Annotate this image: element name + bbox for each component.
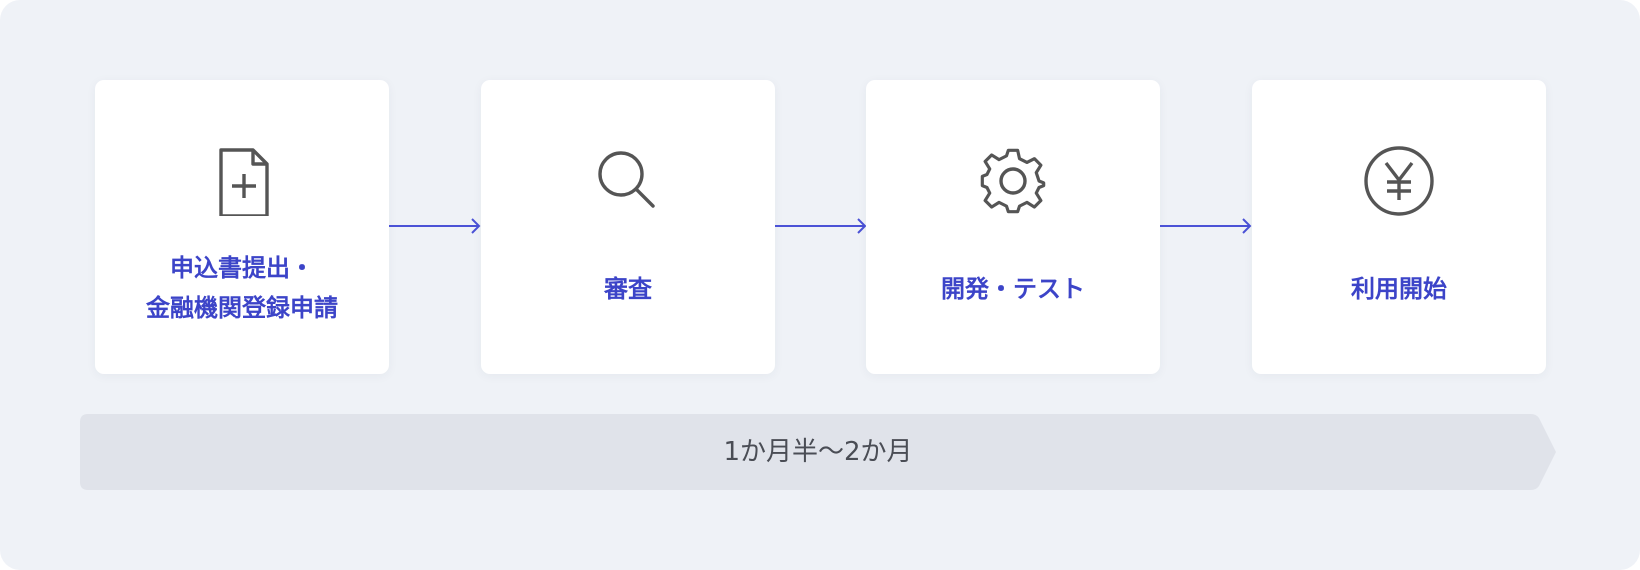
arrow-connector: [775, 218, 867, 234]
yen-icon: [1364, 146, 1434, 216]
step-card-development: 開発・テスト: [866, 80, 1160, 374]
arrow-connector: [389, 218, 481, 234]
step-label-development: 開発・テスト: [941, 275, 1085, 303]
timeline-arrow-shape: [80, 414, 1556, 490]
arrow-connector: [1160, 218, 1252, 234]
step-card-review: 審査: [481, 80, 775, 374]
step-label-review: 審査: [604, 275, 652, 303]
step-label-line-2: 金融機関登録申請: [146, 294, 338, 322]
document-add-icon: [207, 146, 277, 216]
step-card-application: 申込書提出・ 金融機関登録申請: [95, 80, 389, 374]
duration-timeline: 1か月半〜2か月: [80, 414, 1556, 490]
step-label-start-use: 利用開始: [1351, 275, 1447, 303]
step-card-start-use: 利用開始: [1252, 80, 1546, 374]
step-label-line-1: 申込書提出・: [170, 254, 314, 282]
step-label-application: 申込書提出・ 金融機関登録申請: [95, 248, 389, 328]
gear-icon: [978, 146, 1048, 216]
search-icon: [593, 146, 663, 216]
duration-label: 1か月半〜2か月: [723, 437, 913, 467]
